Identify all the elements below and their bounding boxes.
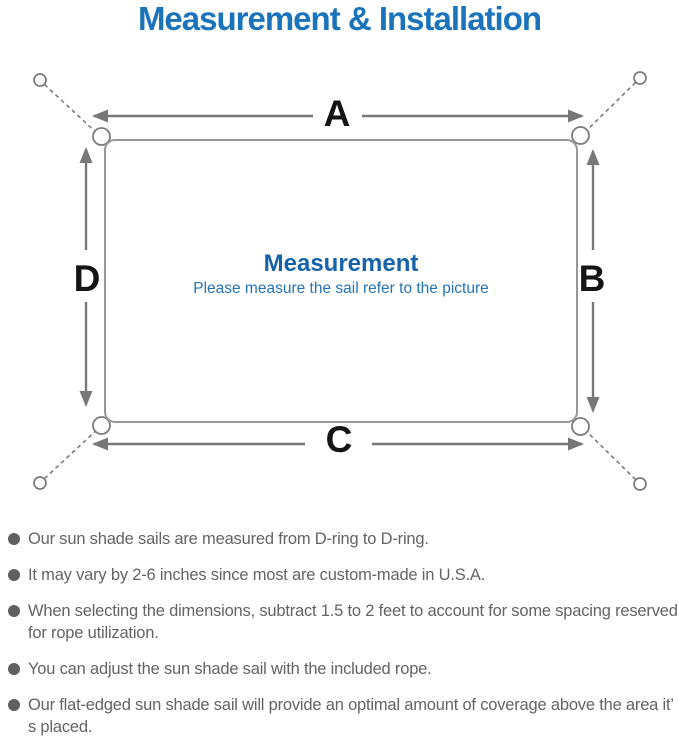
list-item: Our flat-edged sun shade sail will provi… xyxy=(0,694,678,738)
anchor-point-icon xyxy=(33,476,47,490)
rope-dashed-line xyxy=(581,426,637,481)
bullet-dot-icon xyxy=(8,699,20,711)
note-text: When selecting the dimensions, subtract … xyxy=(28,602,678,642)
rope-dashed-line xyxy=(581,81,637,136)
diagram-subheading: Please measure the sail refer to the pic… xyxy=(193,280,489,297)
list-item: You can adjust the sun shade sail with t… xyxy=(0,658,678,680)
dimension-label-a: A xyxy=(324,93,351,134)
bullet-dot-icon xyxy=(8,663,20,675)
list-item: It may vary by 2-6 inches since most are… xyxy=(0,564,678,586)
note-text: Our flat-edged sun shade sail will provi… xyxy=(28,696,674,736)
bullet-dot-icon xyxy=(8,569,20,581)
note-text: You can adjust the sun shade sail with t… xyxy=(28,660,432,678)
rope-dashed-line xyxy=(43,426,101,480)
d-ring-icon xyxy=(92,416,111,435)
bullet-dot-icon xyxy=(8,533,20,545)
anchor-point-icon xyxy=(633,477,647,491)
measurement-diagram: A B C D Measurement Please measure the s… xyxy=(33,71,647,491)
d-ring-icon xyxy=(571,417,590,436)
bullet-dot-icon xyxy=(8,605,20,617)
note-text: It may vary by 2-6 inches since most are… xyxy=(28,566,486,584)
list-item: Our sun shade sails are measured from D-… xyxy=(0,528,678,550)
anchor-point-icon xyxy=(633,71,647,85)
dimension-label-c: C xyxy=(326,419,353,460)
note-text: Our sun shade sails are measured from D-… xyxy=(28,530,429,548)
page-title: Measurement & Installation xyxy=(137,0,542,37)
notes-list: Our sun shade sails are measured from D-… xyxy=(0,528,678,739)
sail-outline xyxy=(104,139,578,423)
anchor-point-icon xyxy=(33,73,47,87)
dimension-label-d: D xyxy=(74,258,101,299)
diagram-heading: Measurement xyxy=(264,250,419,277)
list-item: When selecting the dimensions, subtract … xyxy=(0,600,678,644)
rope-dashed-line xyxy=(43,83,101,137)
dimension-label-b: B xyxy=(579,258,606,299)
d-ring-icon xyxy=(571,126,590,145)
d-ring-icon xyxy=(92,127,111,146)
